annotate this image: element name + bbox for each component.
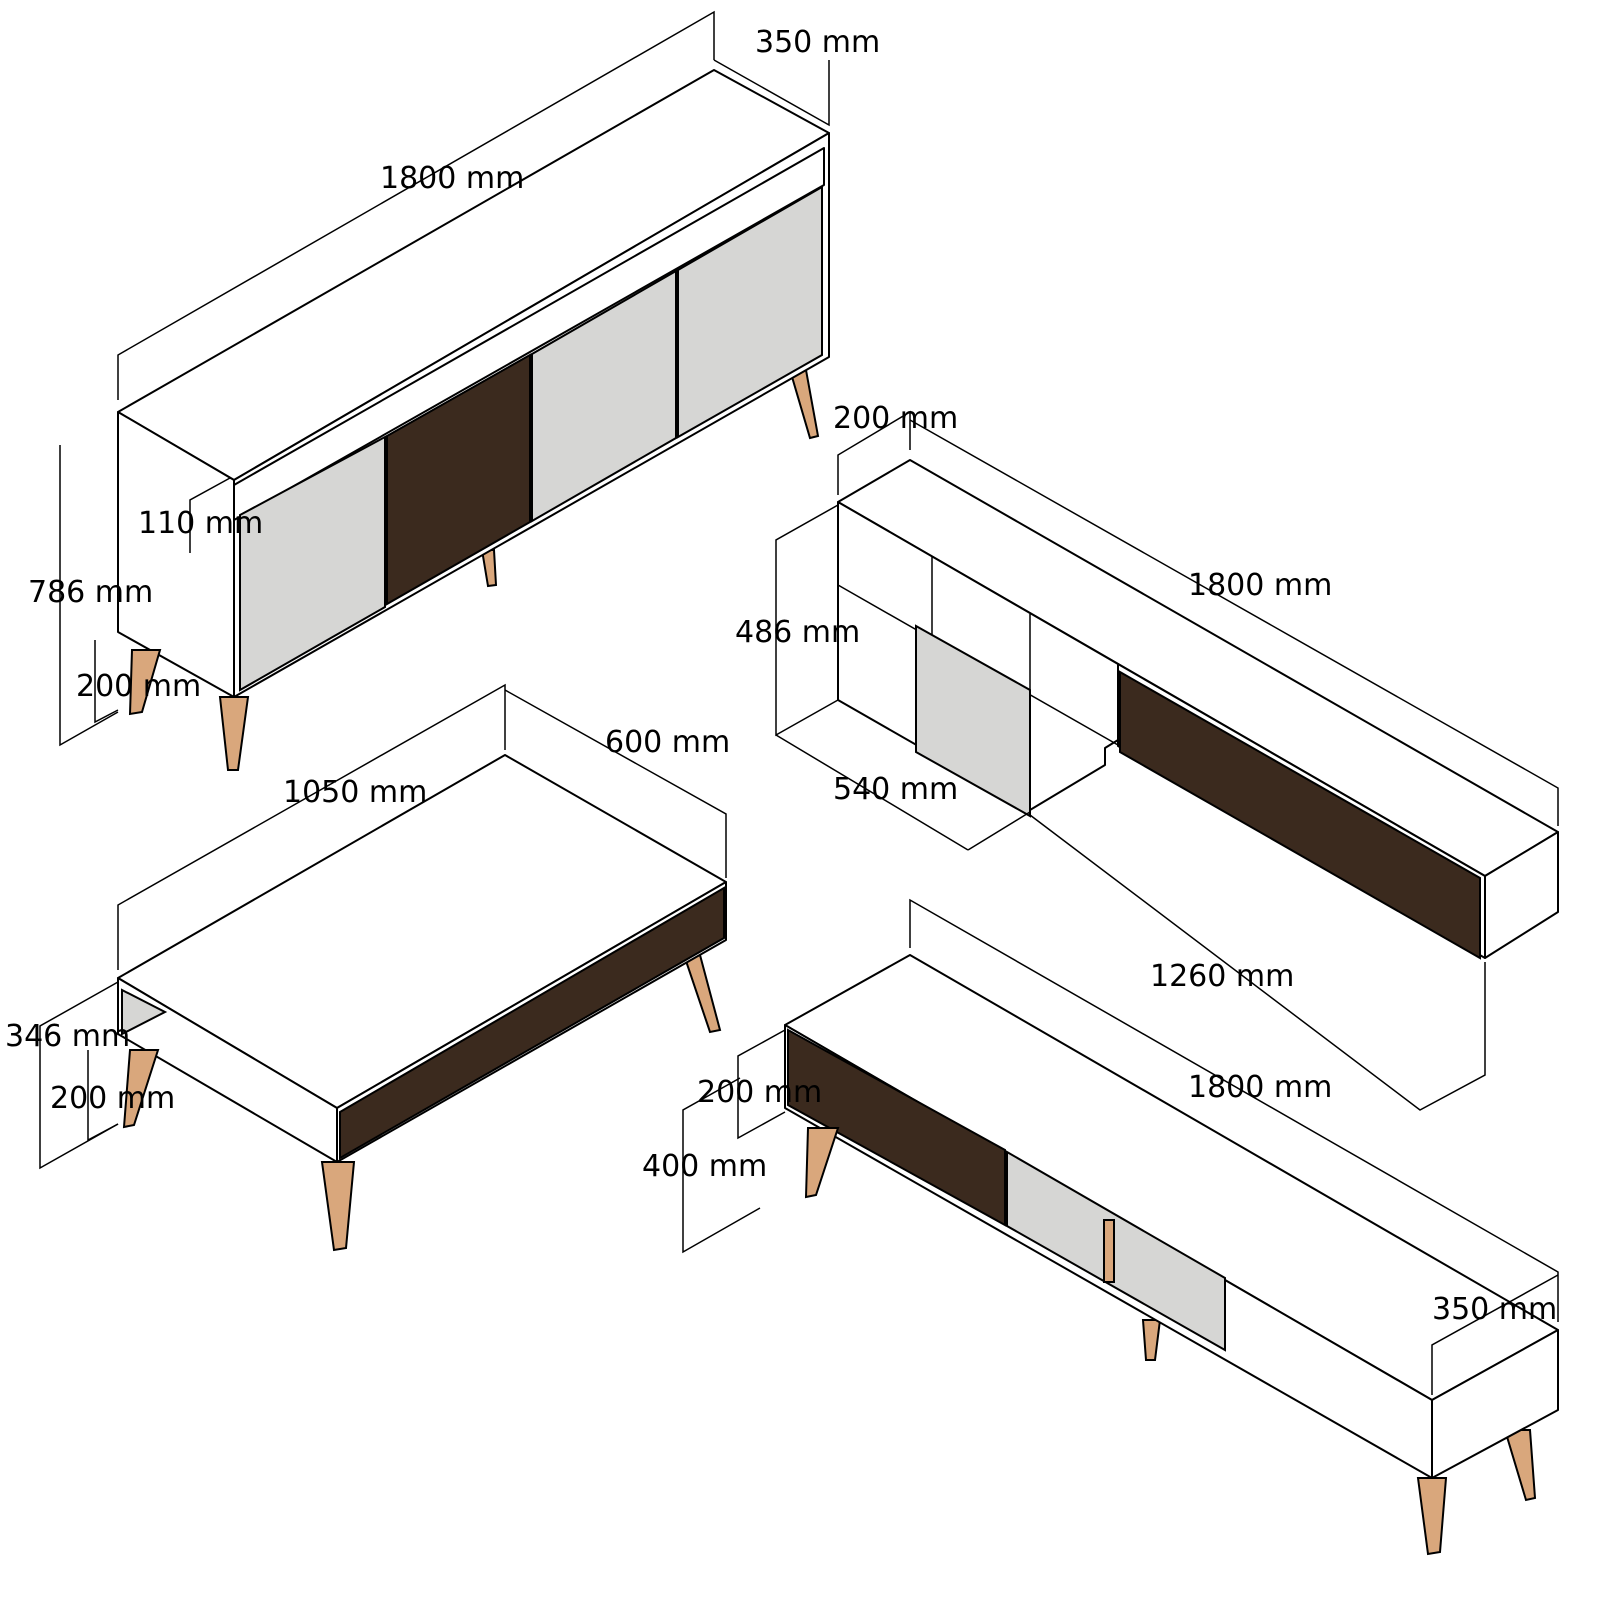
- tv-width-label: 1800 mm: [1188, 1070, 1333, 1105]
- sideboard-leg-height-label: 200 mm: [76, 669, 202, 704]
- table-slat-front: [339, 886, 725, 1160]
- sideboard-door: [677, 185, 823, 439]
- tv-side: [1431, 1329, 1559, 1479]
- sideboard-height-label: 786 mm: [28, 575, 154, 610]
- table-shelf-inside: [121, 988, 168, 1036]
- tv-leg: [1416, 1477, 1448, 1556]
- tv-height-label: 400 mm: [642, 1149, 768, 1184]
- tv-leg: [1503, 1429, 1537, 1502]
- wall-shelf-slat-front: [1119, 670, 1481, 960]
- sideboard-depth-label: 350 mm: [755, 25, 881, 60]
- table-depth-label: 600 mm: [605, 725, 731, 760]
- tv-stand: [682, 898, 1559, 1556]
- wall-shelf-low-width-label: 1260 mm: [1150, 959, 1295, 994]
- sideboard-door: [239, 435, 386, 692]
- sideboard-slat-door: [386, 353, 531, 606]
- tv-leg-height-label: 200 mm: [697, 1075, 823, 1110]
- wall-shelf-height-label: 486 mm: [735, 615, 861, 650]
- sideboard-open-shelf: [233, 147, 825, 521]
- table-leg-height-label: 200 mm: [50, 1081, 176, 1116]
- wall-shelf-depth-label: 200 mm: [833, 401, 959, 436]
- coffee-table: [39, 683, 727, 1252]
- wall-shelf-side: [1484, 831, 1559, 959]
- wall-shelf-door: [915, 624, 1031, 818]
- tv-top: [784, 954, 1559, 1401]
- sideboard-leg: [480, 549, 498, 588]
- tv-leg: [1141, 1319, 1162, 1361]
- sideboard-leg: [788, 369, 820, 440]
- sideboard-door: [531, 269, 677, 523]
- table-width-label: 1050 mm: [283, 775, 428, 810]
- sideboard-leg: [128, 649, 162, 716]
- sideboard-width-label: 1800 mm: [380, 161, 525, 196]
- table-leg: [682, 954, 722, 1034]
- tv-door-handle: [1103, 1219, 1115, 1283]
- sideboard: [59, 10, 830, 771]
- table-leg: [122, 1049, 160, 1129]
- wall-shelf-unit-width-label: 540 mm: [833, 772, 959, 807]
- tv-depth-label: 350 mm: [1432, 1292, 1558, 1327]
- tv-slat-drawer: [787, 1028, 1006, 1227]
- tv-door: [1006, 1150, 1226, 1352]
- table-height-label: 346 mm: [5, 1019, 131, 1054]
- tv-leg: [804, 1127, 840, 1199]
- table-leg: [320, 1161, 356, 1252]
- sideboard-top-gap-label: 110 mm: [138, 506, 264, 541]
- sideboard-leg: [218, 696, 250, 771]
- wall-shelf: [775, 410, 1559, 1111]
- wall-shelf-width-label: 1800 mm: [1188, 568, 1333, 603]
